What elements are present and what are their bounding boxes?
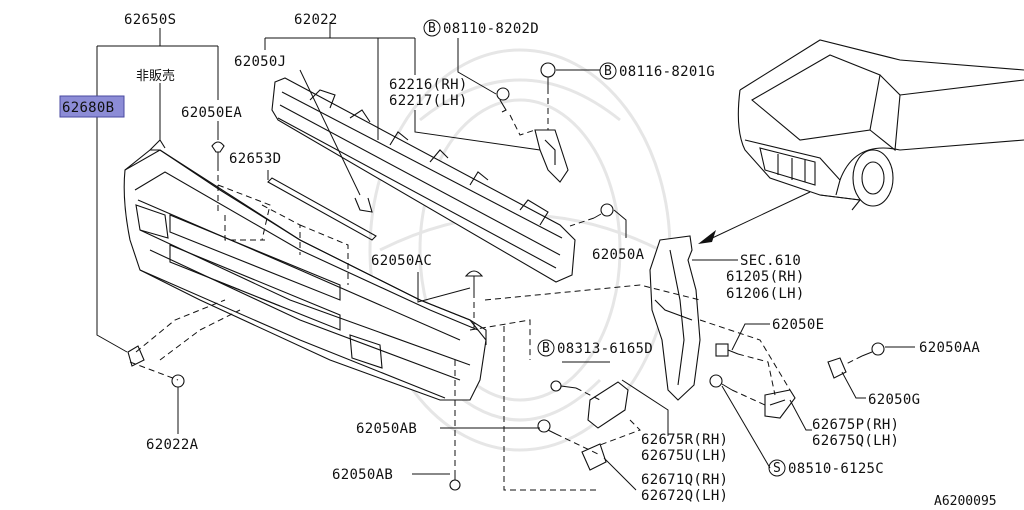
label-62680b: 62680B [62,100,114,116]
bumper-armature [271,77,576,283]
fastener-08110 [496,87,510,113]
fastener-62050a [593,203,614,219]
diagram-code: A6200095 [934,494,997,509]
fastener-62050aa [861,342,885,357]
label-62050ab-1: 62050AB [356,421,417,437]
circle-b-08110 [423,19,441,37]
label-not-for-sale: 非販売 [136,68,175,84]
dashed-guides [129,88,863,491]
label-62675p-rh: 62675P(RH) [812,417,899,433]
bracket-62671q [581,443,607,471]
label-62050aa: 62050AA [919,340,980,356]
label-62022: 62022 [294,12,338,28]
fastener-62050ea [211,141,225,165]
clip-62050g [827,357,847,379]
label-62050e: 62050E [772,317,824,333]
label-62217-lh: 62217(LH) [389,93,468,109]
label-sec-610: SEC.610 [740,253,801,269]
label-62050a: 62050A [592,247,645,263]
prefix-b-08110: B [428,21,436,36]
label-62050ab-2: 62050AB [332,467,393,483]
label-08510-6125c: 08510-6125C [788,461,884,477]
fastener-62050e [715,343,739,357]
clip-62680b [127,345,145,367]
fastener-62022a [171,374,185,395]
label-62671q-rh: 62671Q(RH) [641,472,728,488]
prefix-b-08313: B [542,341,550,356]
fastener-62050ab1 [537,419,557,435]
label-62653d: 62653D [229,151,281,167]
label-62675u-lh: 62675U(LH) [641,448,728,464]
bracket-62675p [764,389,796,419]
fastener-62050ab2 [449,470,461,491]
bracket-62675r [587,381,629,429]
label-62675r-rh: 62675R(RH) [641,432,728,448]
label-08313-6165d: 08313-6165D [557,341,653,357]
location-arrow [698,191,811,244]
label-61205-rh: 61205(RH) [726,269,805,285]
label-08110-8202d: 08110-8202D [443,21,539,37]
fastener-08510 [709,374,733,391]
circle-b-08313 [537,339,555,357]
prefix-s-08510: S [773,461,781,476]
label-62050j: 62050J [234,54,286,70]
highlight-62680b [59,95,125,118]
label-62216-rh: 62216(RH) [389,77,468,93]
label-62022a: 62022A [146,437,199,453]
molding-strip [267,177,377,241]
fastener-08313 [550,380,577,392]
label-62050ea: 62050EA [181,105,242,121]
leader-lines [96,22,915,491]
bumper-fascia [123,139,487,401]
vehicle-inset [737,39,1024,211]
label-62672q-lh: 62672Q(LH) [641,488,728,504]
label-62050ac: 62050AC [371,253,432,269]
fastener-08116 [540,62,556,88]
label-62050g: 62050G [868,392,920,408]
prefix-b-08116: B [604,64,612,79]
label-62650s: 62650S [124,12,176,28]
side-bracket-62216 [534,129,569,183]
circle-s-08510 [768,459,786,477]
circle-b-08116 [599,62,617,80]
fastener-62050ac [464,270,484,292]
fender-liner [649,235,701,401]
label-08116-8201g: 08116-8201G [619,64,715,80]
label-61206-lh: 61206(LH) [726,286,805,302]
label-62675q-lh: 62675Q(LH) [812,433,899,449]
